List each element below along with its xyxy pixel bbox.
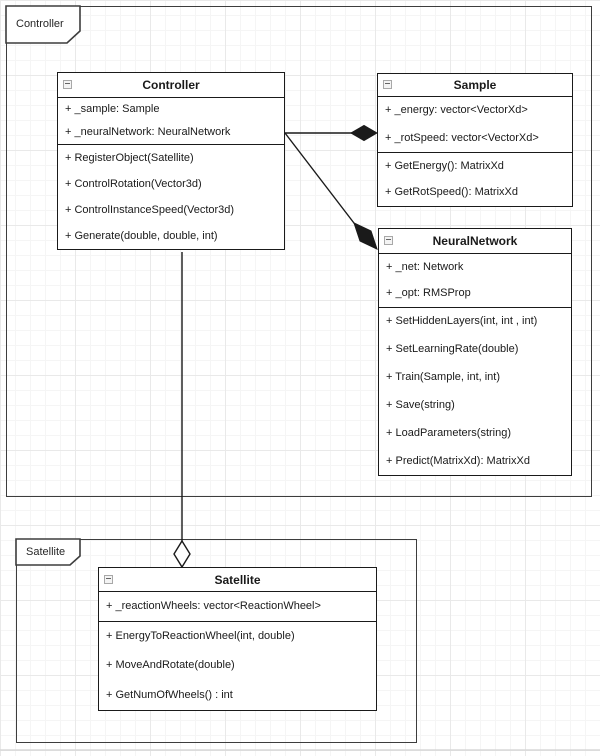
package-label-satellite: Satellite <box>26 546 66 558</box>
attribute-row: + _sample: Sample <box>65 103 160 115</box>
method-row: + Generate(double, double, int) <box>65 229 218 242</box>
composition-diamond-neuralnetwork[interactable] <box>353 222 378 250</box>
attribute-row: + _net: Network <box>386 260 464 273</box>
method-row: + MoveAndRotate(double) <box>106 659 235 672</box>
methods-section: + SetHiddenLayers(int, int , int) + SetLe… <box>379 307 571 475</box>
edge-controller-neuralnetwork[interactable] <box>284 132 358 228</box>
methods-section: + RegisterObject(Satellite) + ControlRota… <box>58 144 284 249</box>
method-row: + GetRotSpeed(): MatrixXd <box>385 186 518 199</box>
method-row: + SetHiddenLayers(int, int , int) <box>386 315 538 328</box>
attributes-section: + _energy: vector<VectorXd> + _rotSpeed: … <box>378 96 572 152</box>
method-row: + GetNumOfWheels() : int <box>106 688 233 701</box>
class-box-neuralnetwork[interactable]: NeuralNetwork + _net: Network + _opt: RMS… <box>378 228 572 476</box>
method-row: + ControlRotation(Vector3d) <box>65 177 202 190</box>
method-row: + RegisterObject(Satellite) <box>65 151 194 164</box>
package-tab-shape <box>15 538 82 567</box>
methods-section: + GetEnergy(): MatrixXd + GetRotSpeed(): … <box>378 152 572 206</box>
collapse-icon[interactable] <box>384 236 393 245</box>
attribute-row: + _reactionWheels: vector<ReactionWheel> <box>106 600 321 612</box>
attributes-section: + _sample: Sample + _neuralNetwork: Neura… <box>58 97 284 144</box>
attribute-row: + _energy: vector<VectorXd> <box>385 104 528 117</box>
class-title: Satellite <box>214 572 261 587</box>
method-row: + EnergyToReactionWheel(int, double) <box>106 630 295 643</box>
collapse-icon[interactable] <box>63 80 72 89</box>
class-box-sample[interactable]: Sample + _energy: vector<VectorXd> + _rot… <box>377 73 573 207</box>
class-box-satellite[interactable]: Satellite + _reactionWheels: vector<Reac… <box>98 567 377 711</box>
method-row: + Predict(MatrixXd): MatrixXd <box>386 454 530 467</box>
method-row: + Train(Sample, int, int) <box>386 371 501 384</box>
class-title: Controller <box>142 78 200 92</box>
attribute-row: + _rotSpeed: vector<VectorXd> <box>385 131 539 144</box>
method-row: + ControlInstanceSpeed(Vector3d) <box>65 203 235 216</box>
package-frame-satellite[interactable]: Satellite <box>15 538 417 743</box>
aggregation-diamond-satellite[interactable] <box>173 539 191 569</box>
class-box-controller[interactable]: Controller + _sample: Sample + _neuralNet… <box>57 72 285 250</box>
attributes-section: + _reactionWheels: vector<ReactionWheel> <box>99 591 376 621</box>
collapse-icon[interactable] <box>104 574 113 584</box>
methods-section: + EnergyToReactionWheel(int, double) + Mo… <box>99 621 376 710</box>
collapse-icon[interactable] <box>383 80 392 89</box>
method-row: + Save(string) <box>386 398 455 411</box>
class-title: Sample <box>453 78 497 92</box>
method-row: + SetLearningRate(double) <box>386 343 519 356</box>
attribute-row: + _neuralNetwork: NeuralNetwork <box>65 126 231 138</box>
package-frame-controller[interactable]: Controller <box>5 5 592 497</box>
attributes-section: + _net: Network + _opt: RMSProp <box>379 253 571 307</box>
composition-diamond-sample[interactable] <box>349 124 379 142</box>
package-label-controller: Controller <box>16 18 64 30</box>
attribute-row: + _opt: RMSProp <box>386 287 471 300</box>
method-row: + LoadParameters(string) <box>386 426 512 439</box>
method-row: + GetEnergy(): MatrixXd <box>385 159 504 172</box>
class-title: NeuralNetwork <box>432 234 518 248</box>
package-tab-shape <box>5 5 82 45</box>
